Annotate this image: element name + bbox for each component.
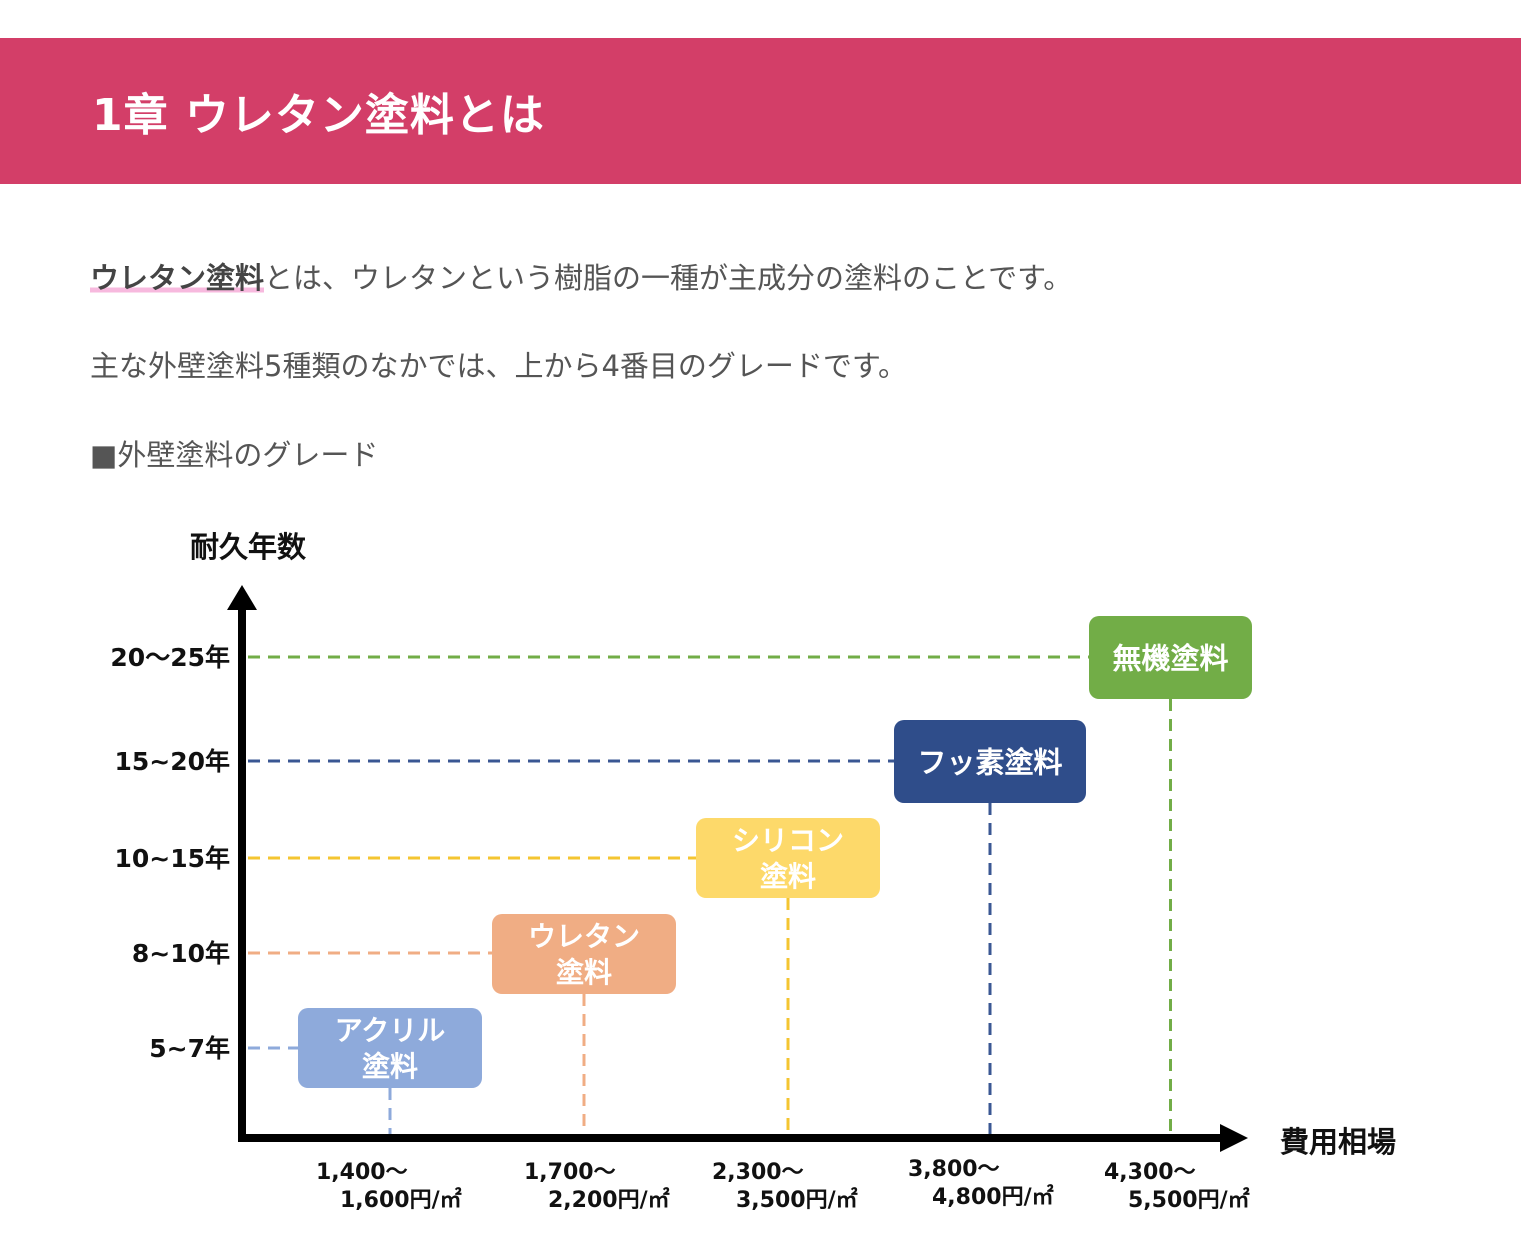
y-tick-label-3: 10~15年	[114, 844, 230, 873]
x-tick-label-3-line1: 2,300〜	[712, 1160, 804, 1185]
paint-box-1-label-line2: 塗料	[362, 1050, 418, 1083]
paint-box-3-label-line2: 塗料	[760, 860, 816, 893]
paint-box-1	[298, 1008, 482, 1088]
section-heading-banner: 1章 ウレタン塗料とは	[0, 38, 1521, 184]
x-tick-label-4-line1: 3,800〜	[908, 1157, 1000, 1182]
x-tick-label-5-line2: 5,500円/㎡	[1128, 1187, 1250, 1213]
paint-box-5-label: 無機塗料	[1112, 642, 1228, 676]
paint-box-5	[1089, 616, 1252, 699]
y-tick-label-1: 5~7年	[149, 1034, 230, 1063]
paint-box-3	[696, 818, 880, 898]
paint-box-2-label-line1: ウレタン	[528, 920, 640, 953]
x-tick-label-4-line2: 4,800円/㎡	[932, 1184, 1054, 1210]
x-axis-title: 費用相場	[1280, 1125, 1396, 1159]
x-tick-label-2-line2: 2,200円/㎡	[548, 1187, 670, 1213]
intro-paragraph-2: 主な外壁塗料5種類のなかでは、上から4番目のグレードです。	[90, 349, 908, 383]
grade-section-label: ■外壁塗料のグレード	[90, 438, 379, 472]
x-tick-label-1-line1: 1,400〜	[316, 1160, 408, 1185]
paint-box-3-label-line1: シリコン	[732, 824, 844, 857]
x-axis-arrow	[1220, 1124, 1248, 1152]
paint-box-1-label-line1: アクリル	[335, 1014, 446, 1047]
x-tick-label-5-line1: 4,300〜	[1104, 1160, 1196, 1185]
section-heading-title: 1章 ウレタン塗料とは	[92, 90, 545, 141]
paint-box-4-label: フッ素塗料	[917, 746, 1062, 780]
y-tick-label-4: 15~20年	[114, 747, 230, 776]
y-axis-arrow	[227, 585, 257, 610]
paint-box-4	[894, 720, 1086, 803]
intro-paragraph-1-text: とは、ウレタンという樹脂の一種が主成分の塗料のことです。	[264, 261, 1073, 295]
paint-box-2-label-line2: 塗料	[556, 956, 612, 989]
x-tick-label-2-line1: 1,700〜	[524, 1160, 616, 1185]
y-tick-label-5: 20〜25年	[110, 643, 230, 672]
intro-paragraph-1: ウレタン塗料とは、ウレタンという樹脂の一種が主成分の塗料のことです。	[90, 255, 1072, 297]
paint-box-2	[492, 914, 676, 994]
x-tick-label-3-line2: 3,500円/㎡	[736, 1187, 858, 1213]
y-tick-label-2: 8~10年	[132, 939, 230, 968]
y-axis-title: 耐久年数	[190, 530, 307, 564]
x-tick-label-1-line2: 1,600円/㎡	[340, 1187, 462, 1213]
highlighted-term-link[interactable]: ウレタン塗料	[90, 261, 265, 295]
